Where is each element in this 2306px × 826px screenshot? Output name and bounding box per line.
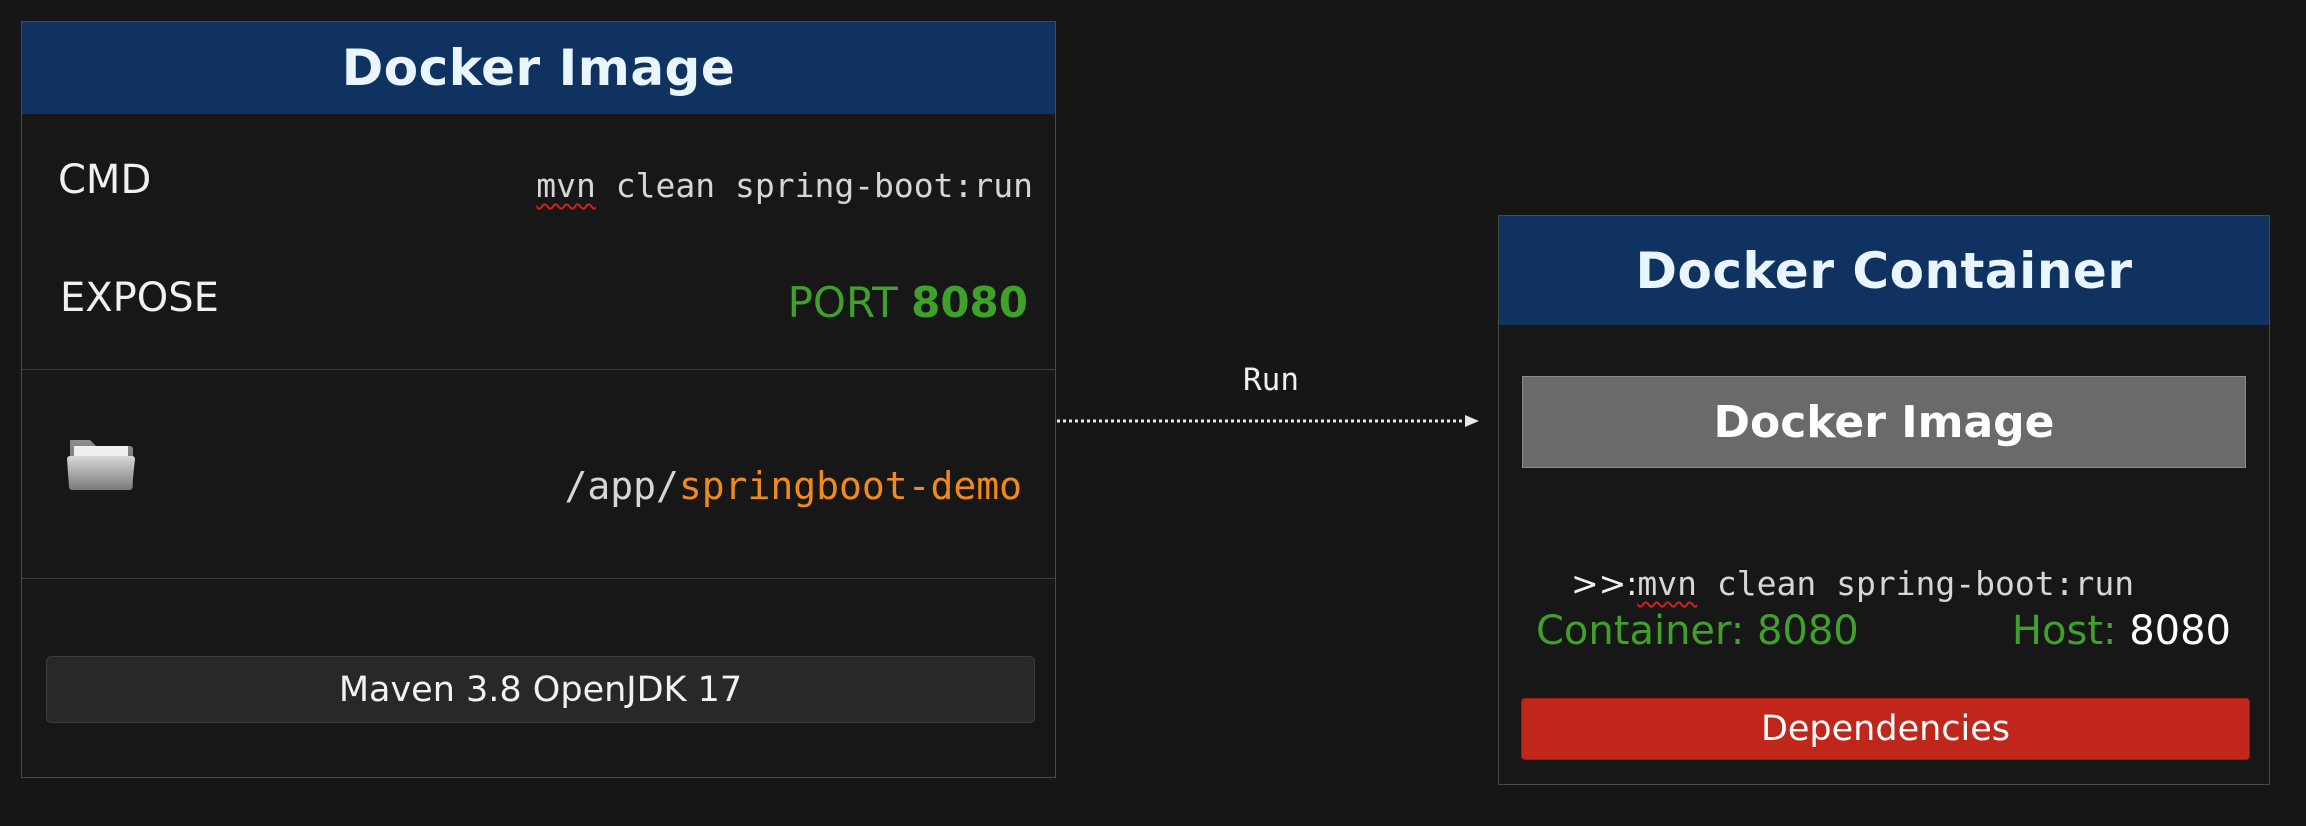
cmd-rest: clean spring-boot:run <box>595 166 1033 205</box>
docker-image-title: Docker Image <box>22 22 1055 114</box>
prompt: >>: <box>1570 564 1638 603</box>
dependencies-bar: Dependencies <box>1521 698 2250 760</box>
port-number: 8080 <box>911 278 1028 327</box>
container-cmd-prefix: mvn <box>1637 564 1697 603</box>
docker-container-title: Docker Container <box>1499 216 2269 325</box>
folder-icon <box>66 432 136 494</box>
arrow-right-icon <box>1057 411 1481 431</box>
divider-2 <box>22 578 1055 579</box>
container-cmd-rest: clean spring-boot:run <box>1697 564 2135 603</box>
host-port: 8080 <box>2129 608 2231 654</box>
port-word: PORT <box>787 278 898 327</box>
cmd-value: mvn clean spring-boot:run <box>536 166 1033 205</box>
app-path-prefix: /app/ <box>564 464 679 508</box>
base-image-pill: Maven 3.8 OpenJDK 17 <box>46 656 1035 723</box>
divider-1 <box>22 369 1055 370</box>
app-path-name: springboot-demo <box>678 464 1022 508</box>
docker-image-panel: Docker Image CMD mvn clean spring-boot:r… <box>21 21 1056 778</box>
inner-docker-image: Docker Image <box>1522 376 2246 468</box>
cmd-label: CMD <box>58 157 152 203</box>
container-command: >>:mvn clean spring-boot:run <box>1529 525 2134 642</box>
docker-container-panel: Docker Container Docker Image >>:mvn cle… <box>1498 215 2270 785</box>
app-path: /app/springboot-demo <box>564 464 1022 508</box>
run-label: Run <box>1243 362 1299 398</box>
expose-value: PORT 8080 <box>788 278 1028 327</box>
container-port: Container: 8080 <box>1536 608 1859 654</box>
expose-label: EXPOSE <box>60 275 219 321</box>
cmd-prefix: mvn <box>536 166 596 205</box>
host-port-row: Host: 8080 <box>2012 608 2231 654</box>
host-label: Host: <box>2011 608 2117 654</box>
